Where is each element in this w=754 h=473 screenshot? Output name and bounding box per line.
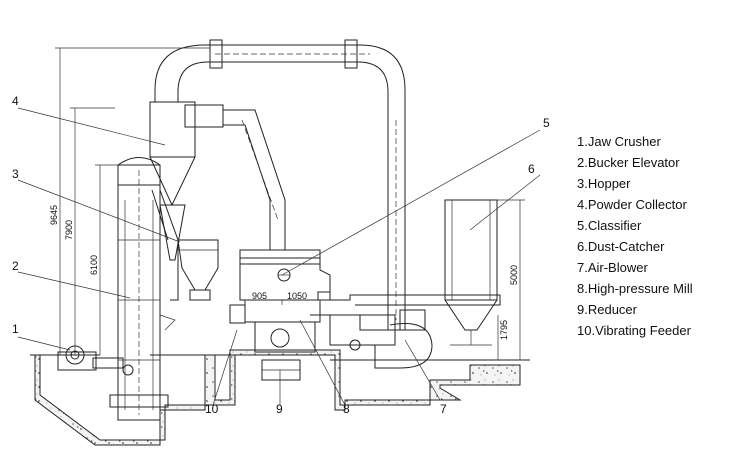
callout-7: 7 xyxy=(440,402,447,416)
callout-8: 8 xyxy=(343,402,350,416)
hopper xyxy=(177,239,219,301)
dim-mill-right: 1050 xyxy=(287,291,307,301)
legend-item-reducer: 9.Reducer xyxy=(577,302,638,317)
legend-item-air-blower: 7.Air-Blower xyxy=(577,260,648,275)
callout-1: 1 xyxy=(12,322,19,336)
callout-6: 6 xyxy=(528,162,535,176)
callout-9: 9 xyxy=(276,402,283,416)
dimension-lines xyxy=(55,47,525,360)
dim-catcher-base: 1795 xyxy=(499,320,509,340)
legend: 1.Jaw Crusher 2.Bucker Elevator 3.Hopper… xyxy=(577,134,693,338)
dim-mid-height: 6100 xyxy=(89,255,99,275)
legend-item-powder-collector: 4.Powder Collector xyxy=(577,197,687,212)
dim-catcher-height: 5000 xyxy=(509,265,519,285)
legend-item-vibrating-feeder: 10.Vibrating Feeder xyxy=(577,323,692,338)
callout-5: 5 xyxy=(543,116,550,130)
legend-item-dust-catcher: 6.Dust-Catcher xyxy=(577,239,665,254)
legend-item-jaw-crusher: 1.Jaw Crusher xyxy=(577,134,661,149)
dust-catcher xyxy=(444,199,498,346)
callout-2: 2 xyxy=(12,259,19,273)
return-air-pipe xyxy=(154,44,406,330)
dim-mill-left: 905 xyxy=(252,291,267,301)
dim-total-height: 9645 xyxy=(49,205,59,225)
legend-item-classifier: 5.Classifier xyxy=(577,218,642,233)
bucket-elevator xyxy=(109,157,169,421)
classifier-mill xyxy=(229,249,331,353)
callout-4: 4 xyxy=(12,94,19,108)
air-blower xyxy=(329,309,433,369)
legend-item-high-pressure-mill: 8.High-pressure Mill xyxy=(577,281,693,296)
powder-collector xyxy=(149,101,224,261)
callout-10: 10 xyxy=(205,402,219,416)
legend-item-bucker-elevator: 2.Bucker Elevator xyxy=(577,155,680,170)
legend-item-hopper: 3.Hopper xyxy=(577,176,631,191)
leader-lines xyxy=(17,107,541,406)
jaw-crusher xyxy=(57,345,134,376)
foundation xyxy=(34,349,521,446)
dim-elevator-height: 7900 xyxy=(64,220,74,240)
reducer xyxy=(261,359,301,381)
callout-3: 3 xyxy=(12,167,19,181)
